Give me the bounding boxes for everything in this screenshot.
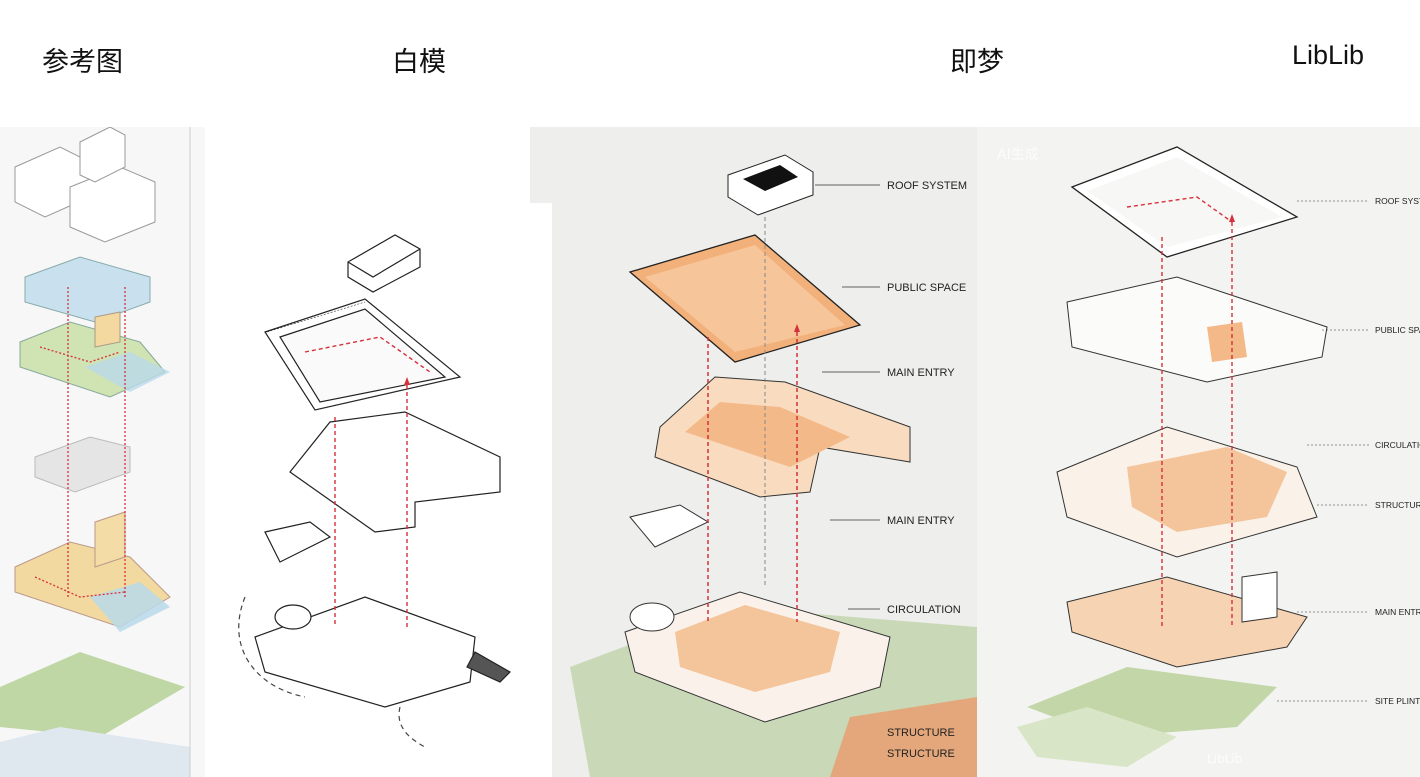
- label-main-entry: MAIN ENTRY: [1375, 607, 1420, 617]
- label-public-space: PUBLIC SPAC: [1375, 325, 1420, 335]
- jimeng-image: ROOF SYSTEM PUBLIC SPACE MAIN ENTRY MAIN…: [530, 127, 977, 777]
- liblib-image: AI生成 ROOF SYSTE PUB: [977, 127, 1420, 777]
- reference-image: [0, 127, 205, 777]
- label-circulation: CIRCULATIO: [1375, 440, 1420, 450]
- white-model-image: [205, 127, 530, 777]
- label-structure: STRUCTURE: [1375, 500, 1420, 510]
- header-jimeng: 即梦: [950, 47, 1004, 78]
- label-site-plinth: SITE PLINTH: [1375, 696, 1420, 706]
- header-reference: 参考图: [42, 47, 123, 78]
- watermark-liblib: LibLib: [1207, 752, 1242, 766]
- label-public-space: PUBLIC SPACE: [887, 282, 966, 294]
- watermark-ai-generated: AI生成: [997, 147, 1039, 163]
- label-structure-2: STRUCTURE: [887, 748, 955, 760]
- label-roof-system: ROOF SYSTE: [1375, 196, 1420, 206]
- label-circulation: CIRCULATION: [887, 604, 961, 616]
- label-structure-1: STRUCTURE: [887, 727, 955, 739]
- header-white-model: 白模: [392, 47, 446, 78]
- label-roof-system: ROOF SYSTEM: [887, 180, 967, 192]
- label-main-entry-upper: MAIN ENTRY: [887, 367, 955, 379]
- header-liblib: LibLib: [1292, 40, 1365, 70]
- label-main-entry-lower: MAIN ENTRY: [887, 515, 955, 527]
